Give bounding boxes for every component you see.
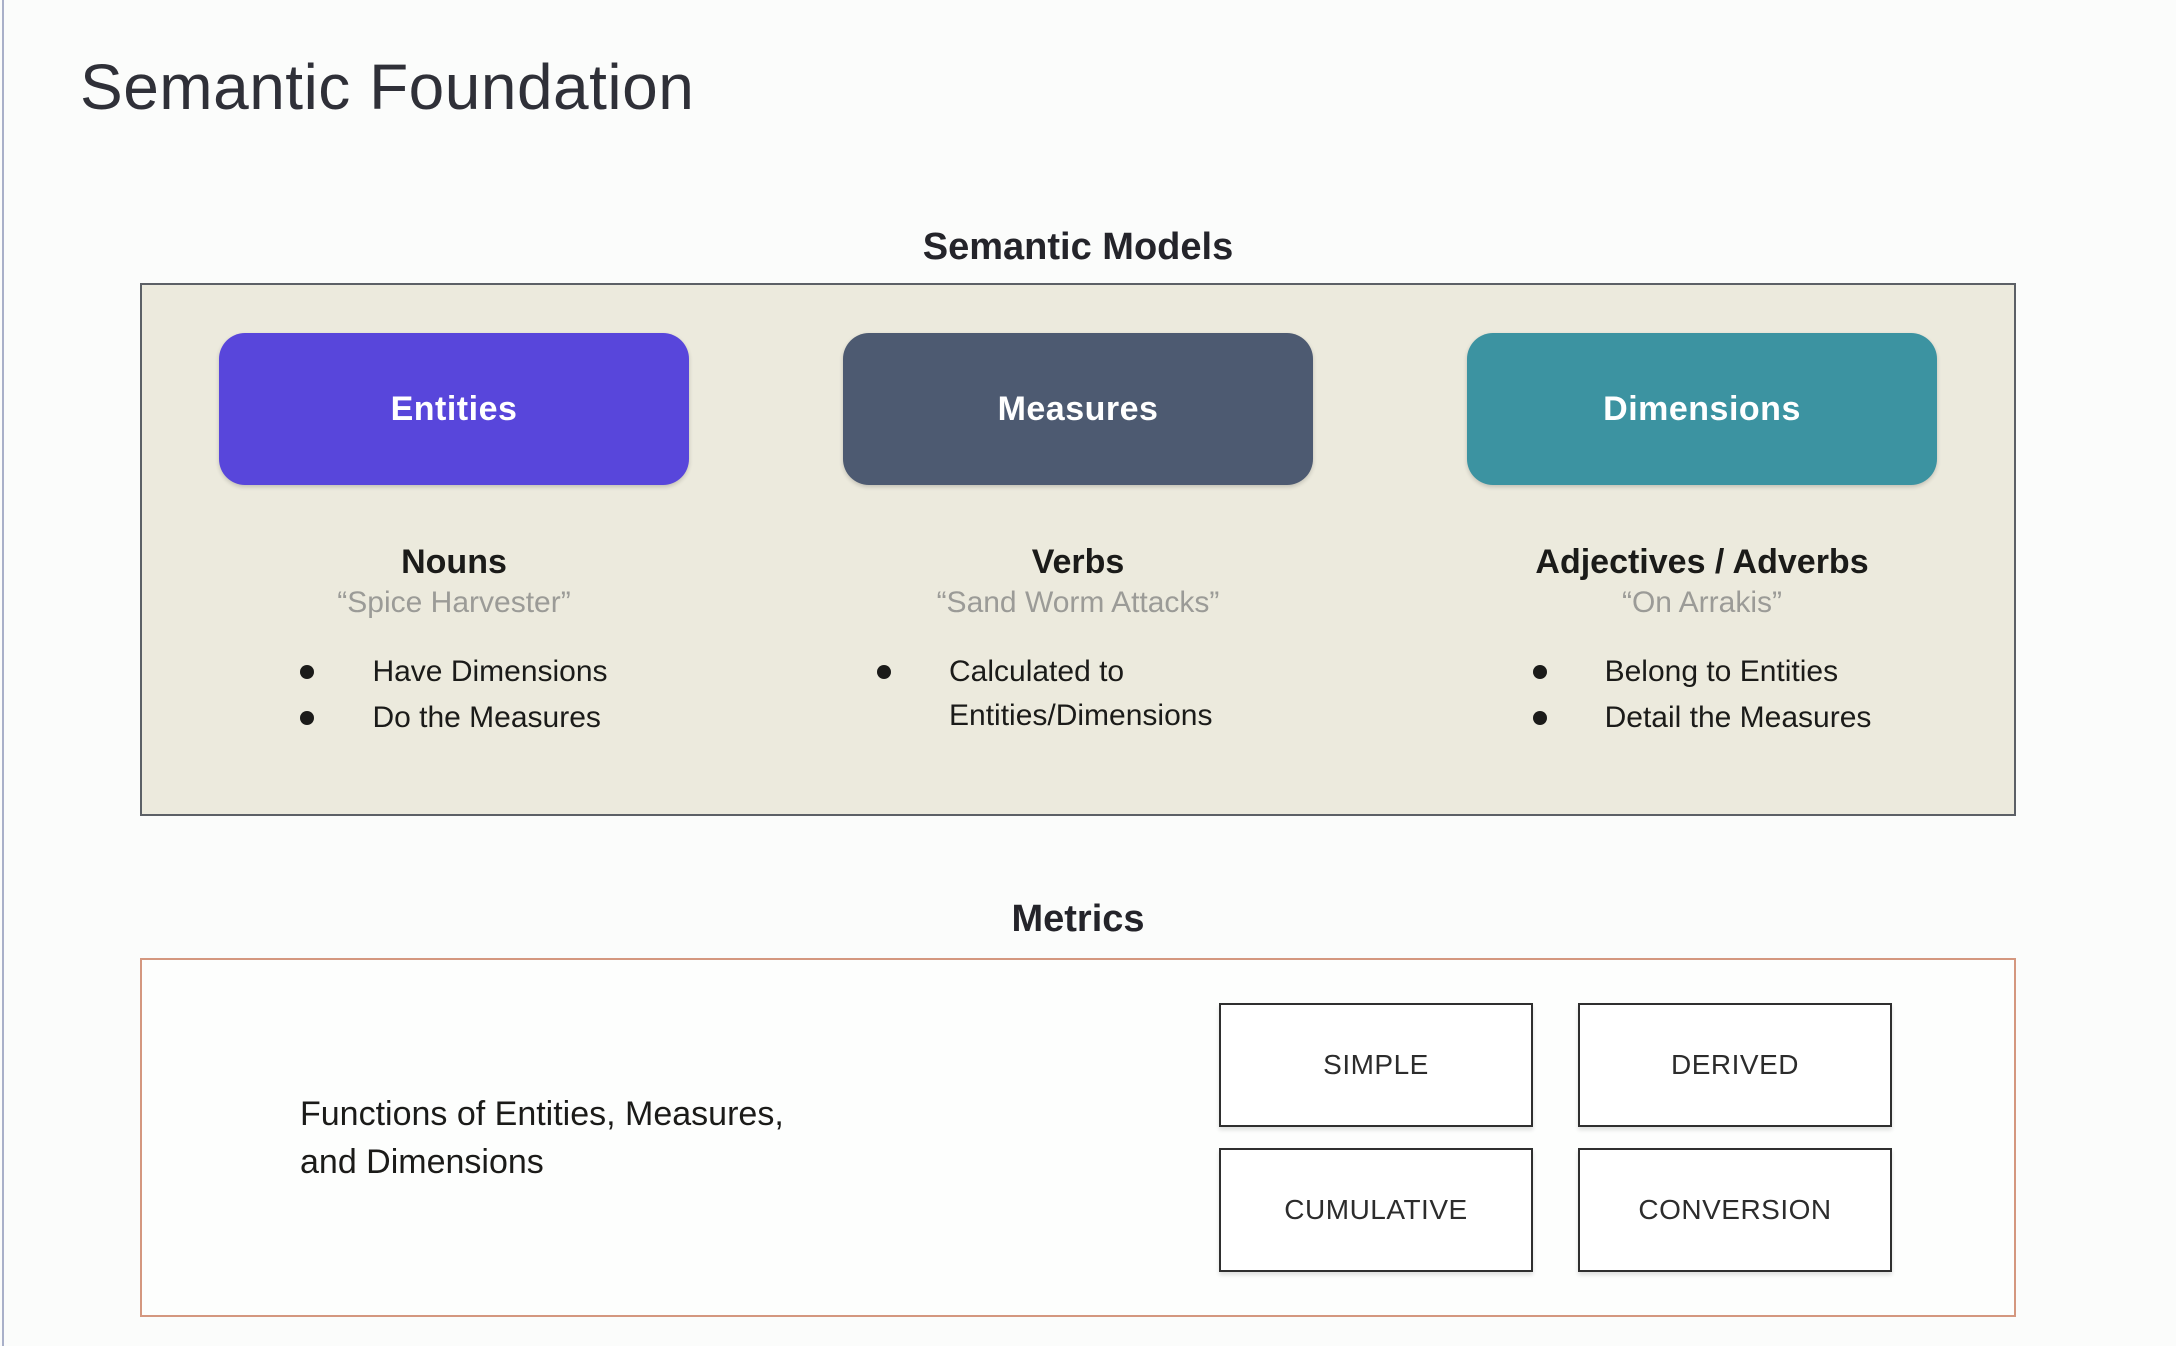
measures-subtitle: Verbs [1031,543,1125,581]
metrics-heading: Metrics [1011,898,1145,940]
dimensions-pill-label: Dimensions [1603,389,1801,428]
dimensions-quote: “On Arrakis” [1621,586,1783,619]
metric-types-grid: SIMPLE DERIVED CUMULATIVE CONVERSION [1219,1003,1892,1272]
page-title: Semantic Foundation [80,51,695,123]
metric-type-simple: SIMPLE [1219,1003,1533,1127]
bullet-dot-icon [1532,711,1547,725]
list-item: Have Dimensions [300,650,608,694]
list-item: Do the Measures [300,696,607,740]
bullet-dot-icon [877,665,891,679]
list-item: Detail the Measures [1532,696,1872,740]
bullet-text: Have Dimensions [372,655,608,688]
dimensions-subtitle: Adjectives / Adverbs [1535,543,1869,581]
bullet-text: Calculated to Entities/Dimensions [949,655,1213,732]
entities-quote: “Spice Harvester” [337,586,571,619]
entities-pill-label: Entities [390,389,518,428]
bullet-text: Belong to Entities [1604,655,1839,688]
dimensions-pill: Dimensions [1467,333,1937,485]
semantic-models-box: Entities Nouns “Spice Harvester” Have Di… [140,283,2016,816]
list-item: Calculated to Entities/Dimensions [877,650,1279,738]
window-left-edge [2,0,4,1346]
dimensions-bullet-list: Belong to Entities Detail the Measures [1532,650,1872,742]
bullet-dot-icon [300,711,315,725]
entities-column: Entities Nouns “Spice Harvester” Have Di… [142,285,766,814]
semantic-models-heading: Semantic Models [922,226,1234,268]
entities-bullet-list: Have Dimensions Do the Measures [300,650,608,742]
dimensions-column: Dimensions Adjectives / Adverbs “On Arra… [1390,285,2014,814]
measures-pill: Measures [843,333,1313,485]
measures-bullet-list: Calculated to Entities/Dimensions [877,650,1279,740]
measures-column: Measures Verbs “Sand Worm Attacks” Calcu… [766,285,1390,814]
measures-quote: “Sand Worm Attacks” [936,586,1220,619]
metrics-description: Functions of Entities, Measures, and Dim… [300,1094,784,1181]
bullet-dot-icon [300,665,315,679]
bullet-dot-icon [1532,665,1547,679]
bullet-text: Detail the Measures [1604,701,1872,734]
metrics-box: Functions of Entities, Measures, and Dim… [140,958,2016,1317]
list-item: Belong to Entities [1532,650,1872,694]
metric-type-derived: DERIVED [1578,1003,1892,1127]
metric-type-cumulative: CUMULATIVE [1219,1148,1533,1272]
metric-type-conversion: CONVERSION [1578,1148,1892,1272]
entities-subtitle: Nouns [401,543,507,581]
measures-pill-label: Measures [997,389,1159,428]
entities-pill: Entities [219,333,689,485]
bullet-text: Do the Measures [372,701,601,734]
